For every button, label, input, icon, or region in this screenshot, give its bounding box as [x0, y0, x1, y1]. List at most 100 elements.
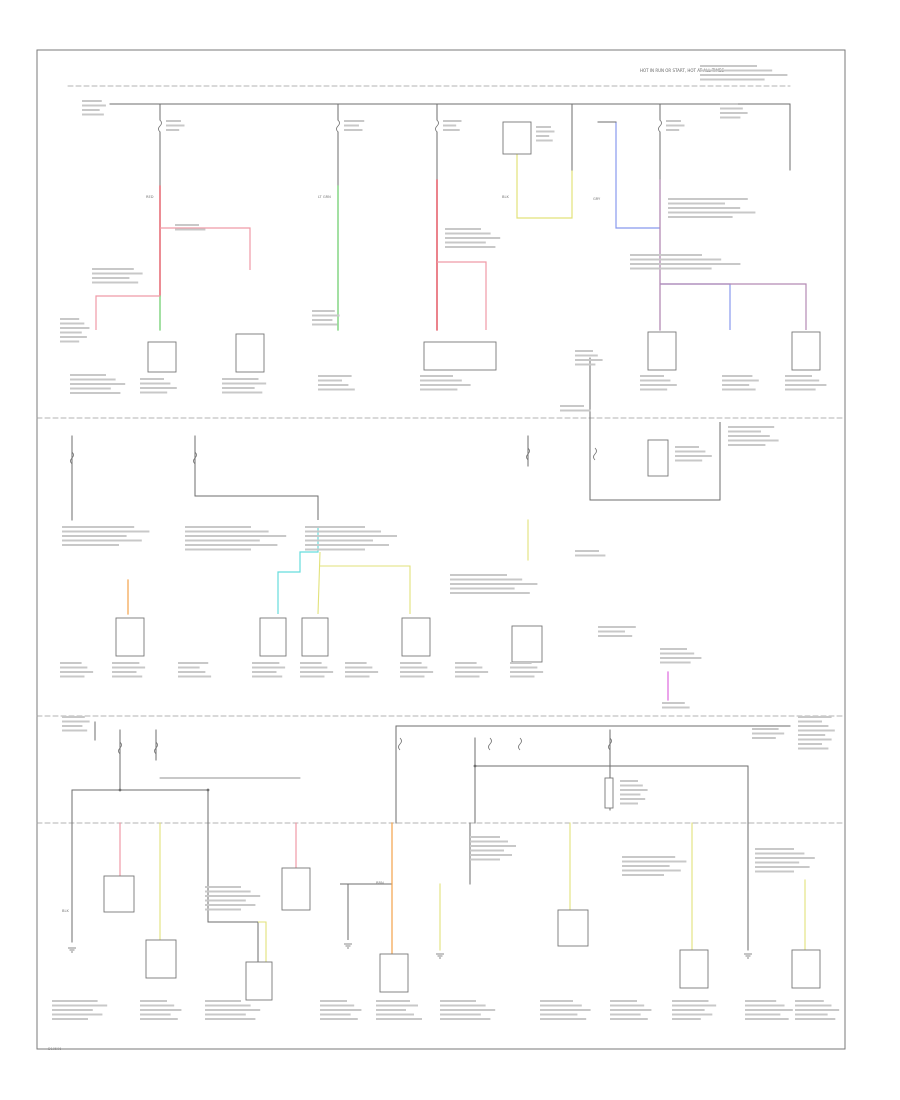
- sec2-label-1: [62, 530, 150, 533]
- sec2-component-label-2: [178, 666, 200, 669]
- sec2-label-8: [662, 702, 685, 704]
- junction-label: [575, 363, 596, 366]
- component-label-4: [318, 375, 352, 377]
- connector-label-1: [60, 322, 85, 325]
- header-label-block: [700, 74, 788, 76]
- diagram-frame: [36, 49, 846, 1050]
- fuse-2-label: [344, 124, 359, 127]
- splice-label-2: [175, 224, 199, 226]
- sec4-component-label-6: [540, 1004, 582, 1007]
- sec3-fuse-label: [752, 732, 785, 735]
- sec4-component-label-7: [610, 1009, 652, 1011]
- yellow-wire-1: [516, 154, 573, 219]
- sec2-label-4: [450, 578, 523, 581]
- component-label-7: [722, 388, 756, 391]
- sec2-label-4: [450, 574, 507, 576]
- sec4-component-label-3: [320, 1009, 362, 1011]
- sec2-component-label-0: [60, 666, 88, 669]
- sec4-component-label-6: [540, 1018, 587, 1020]
- blue-wire-1: [615, 122, 660, 229]
- sec3-relay-label: [620, 784, 643, 787]
- sec2-source-label: [728, 444, 766, 446]
- sec2-fuse-2-icon: [193, 451, 197, 465]
- sec2-label-2: [185, 526, 251, 528]
- engine-module-box: [147, 341, 177, 373]
- component-label-6: [640, 375, 664, 377]
- sec4-component-label-5: [440, 1009, 496, 1011]
- sec2-bus: [195, 495, 319, 520]
- sec2-component-label-5: [345, 666, 373, 669]
- relay-label: [536, 139, 553, 142]
- sec2-component-label-0: [60, 671, 94, 673]
- sec2-component-label-8: [510, 666, 538, 669]
- sec4-label-1: [205, 886, 241, 888]
- sec4-component-label-4: [376, 1004, 418, 1007]
- sec2-label-2: [185, 539, 260, 542]
- component-label-2: [140, 391, 168, 394]
- fuse-3-label: [443, 120, 462, 122]
- module-box-2: [235, 333, 265, 373]
- component-label-3: [222, 391, 263, 394]
- sec2-component-label-4: [300, 666, 328, 669]
- module-box-11: [145, 939, 177, 979]
- sec2-source-label: [728, 430, 761, 433]
- splice-label-2: [175, 228, 206, 231]
- fuse-2-label: [344, 129, 363, 131]
- sec2-component-label-0: [60, 662, 82, 664]
- sec4-component-label-2: [205, 1009, 261, 1011]
- sec2-component-label-3: [252, 662, 280, 664]
- component-label-6: [640, 388, 668, 391]
- sec4-label-2: [470, 849, 504, 852]
- sec3-fuse-c-icon: [398, 737, 402, 751]
- sec2-label-3: [305, 530, 381, 533]
- component-label-5: [420, 379, 462, 382]
- sec2-label-2: [185, 535, 287, 537]
- sec4-label-1: [205, 899, 246, 902]
- component-label-1: [70, 383, 126, 385]
- relay-label-2: [675, 450, 706, 453]
- sec3-source-label: [798, 729, 835, 732]
- splice-label-4: [668, 216, 733, 218]
- sec4-component-label-1: [140, 1018, 178, 1020]
- sec2-component-label-3: [252, 666, 286, 669]
- sec4-component-label-5: [440, 1018, 491, 1020]
- sec3-source-label: [798, 725, 829, 727]
- sec4-component-label-8: [672, 1018, 701, 1020]
- sec4-component-label-0: [52, 1000, 98, 1002]
- sec3-source-label: [798, 743, 822, 745]
- sec4-component-label-7: [610, 1004, 645, 1007]
- component-label-7: [722, 379, 759, 382]
- component-label-1: [70, 387, 111, 390]
- sec4-component-label-3: [320, 1013, 351, 1016]
- power-distribution-header-text: HOT IN RUN OR START, HOT AT ALL TIMES: [640, 68, 724, 73]
- pink-wire-1: [160, 227, 251, 270]
- sec4-component-label-10: [795, 1004, 832, 1007]
- sec2-component-label-1: [112, 662, 140, 664]
- connector-label-1: [60, 331, 82, 334]
- sec4-component-label-10: [795, 1000, 824, 1002]
- sec2-label-2: [185, 548, 251, 551]
- component-label-8: [785, 384, 827, 386]
- sec4-component-label-4: [376, 1009, 406, 1011]
- sec4-component-label-3: [320, 1000, 347, 1002]
- fuse-4-icon: [658, 119, 662, 133]
- component-label-2: [140, 378, 164, 380]
- connector-label-2: [312, 310, 335, 312]
- module-box-16: [679, 949, 709, 989]
- splice-label-4: [668, 207, 741, 209]
- yellow-wire-6: [258, 921, 267, 962]
- sec4-component-label-5: [440, 1000, 476, 1002]
- wire-tag-blk-2: BLK: [62, 909, 69, 913]
- sec4-label-4: [755, 870, 794, 873]
- sec2-component-label-7: [455, 671, 489, 673]
- sec4-label-3: [622, 860, 687, 863]
- splice-label-3: [445, 232, 491, 235]
- sec4-label-3: [622, 869, 681, 872]
- sec2-label-7: [660, 657, 702, 659]
- sec2-source-label: [728, 426, 775, 428]
- module-box-17: [791, 949, 821, 989]
- sec3-left-source-label: [62, 729, 88, 732]
- relay-label-2: [675, 459, 703, 462]
- sec4-label-1: [205, 908, 241, 911]
- module-box-5: [115, 617, 145, 657]
